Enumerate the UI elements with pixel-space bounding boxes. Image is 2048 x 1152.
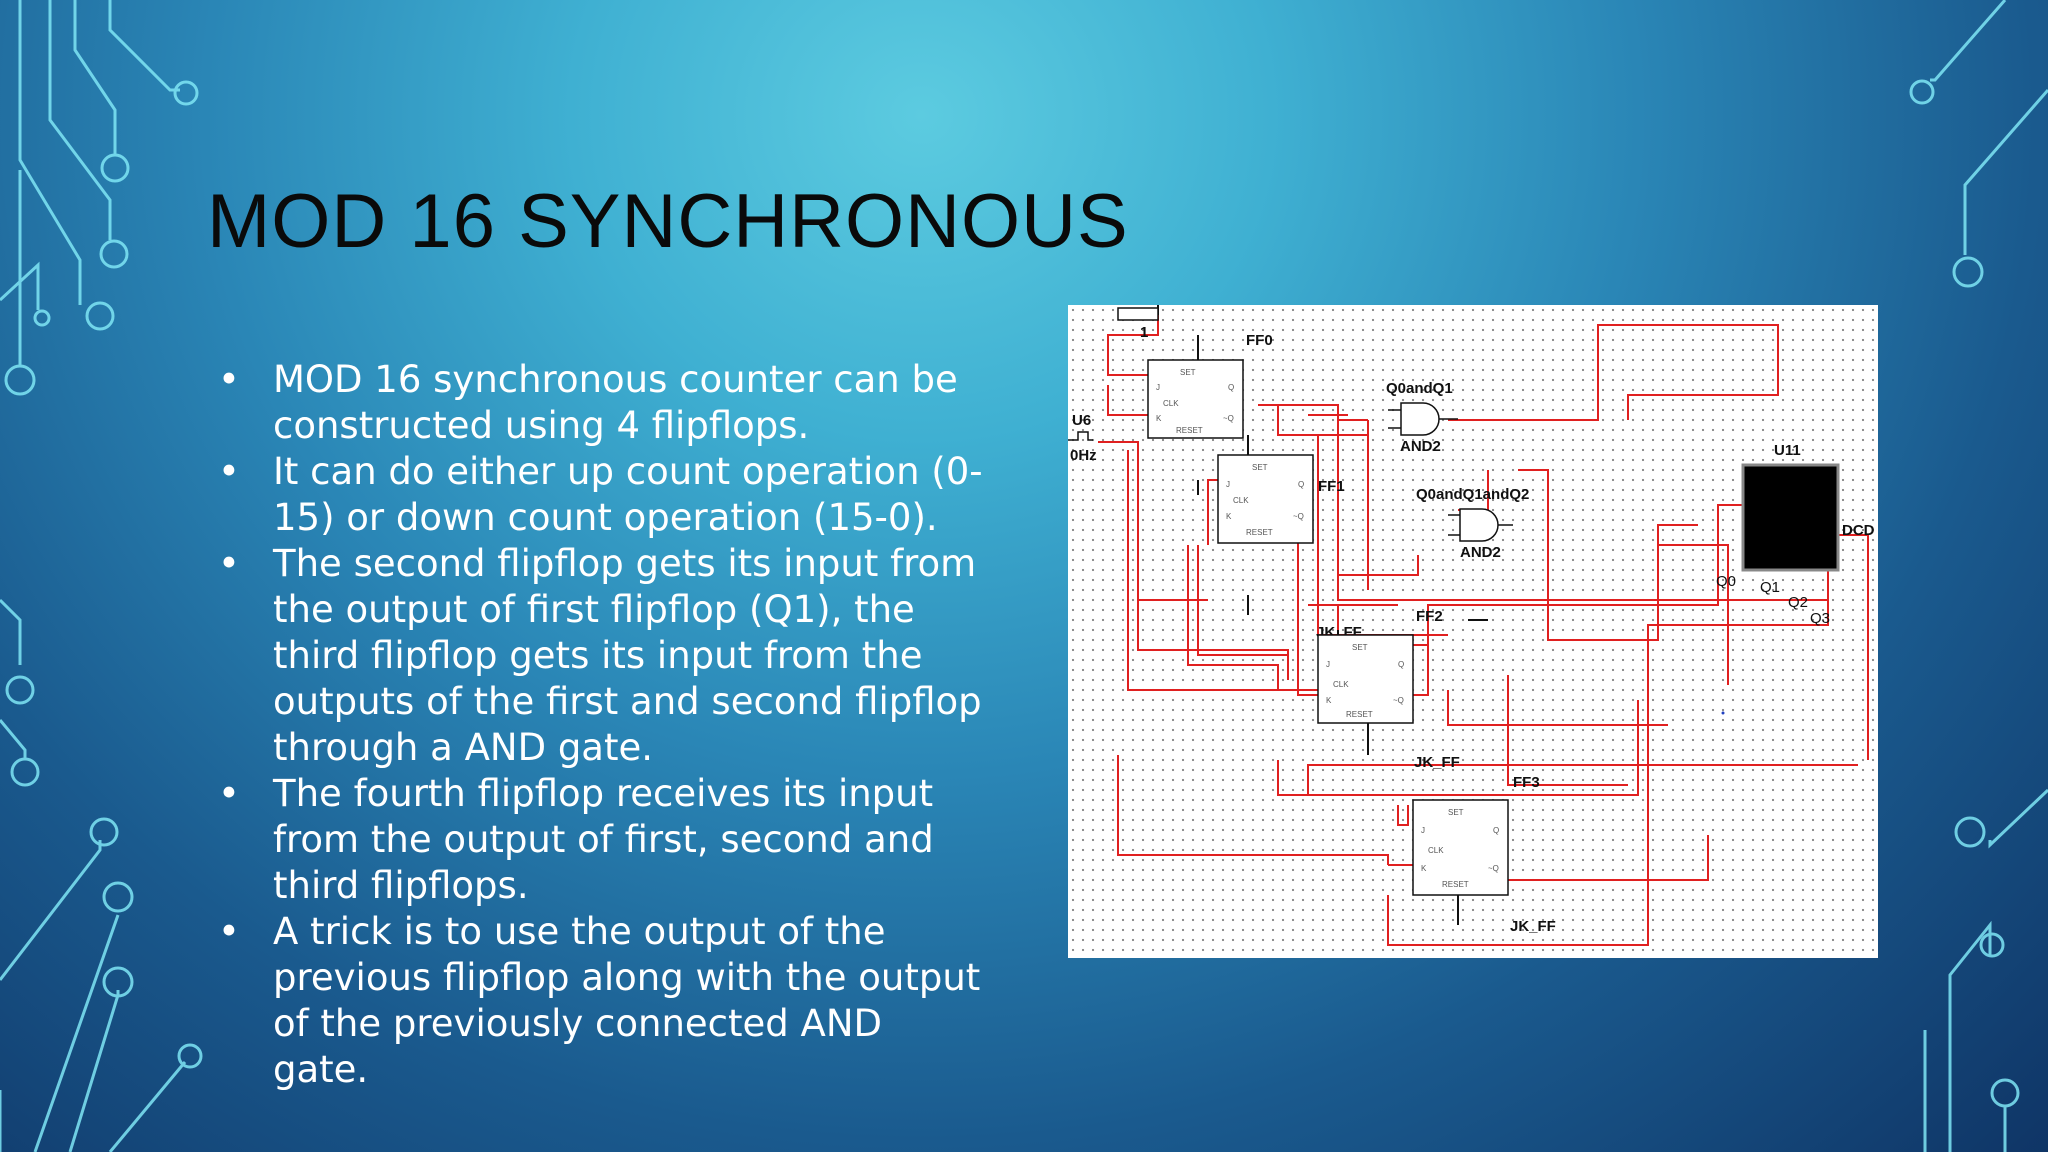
display-input-q1: Q1	[1760, 579, 1780, 596]
slide-title: MOD 16 SYNCHRONOUS	[207, 179, 1129, 264]
flipflop-ff0: SET J CLK K Q ~Q RESET	[1147, 359, 1244, 439]
clock-icon	[1068, 431, 1093, 441]
pin-qbar: ~Q	[1488, 864, 1499, 873]
display-input-q2: Q2	[1788, 594, 1808, 611]
bullet-text: It can do either up count operation (0-1…	[273, 450, 983, 539]
bullet-dot-icon: •	[218, 542, 240, 585]
bullet-dot-icon: •	[218, 910, 240, 953]
probe-dot	[1721, 711, 1725, 715]
ff2-name: FF2	[1416, 608, 1443, 625]
ff2-type: JK_FF	[1414, 754, 1460, 771]
bullet-text: A trick is to use the output of the prev…	[273, 910, 981, 1091]
bullet-item: • MOD 16 synchronous counter can be const…	[218, 357, 988, 449]
pin-j: J	[1326, 660, 1330, 669]
pin-reset: RESET	[1442, 880, 1469, 889]
pin-k: K	[1226, 512, 1232, 521]
bullet-item: • It can do either up count operation (0-…	[218, 449, 988, 541]
and-gate-1-type: AND2	[1400, 438, 1441, 455]
ff3-name: FF3	[1513, 774, 1540, 791]
bullet-text: MOD 16 synchronous counter can be constr…	[273, 358, 958, 447]
bullet-text: The fourth flipflop receives its input f…	[273, 772, 934, 907]
pin-k: K	[1156, 414, 1162, 423]
source-label: 1	[1140, 324, 1148, 341]
pin-set: SET	[1352, 643, 1368, 652]
circuit-diagram: 1 U6 0Hz SET J CLK K Q ~Q RESET FF0 JK_F…	[1068, 305, 1875, 946]
pin-clk: CLK	[1163, 399, 1179, 408]
bullet-text: The second flipflop gets its input from …	[273, 542, 982, 769]
pin-q: Q	[1298, 480, 1304, 489]
pin-q: Q	[1398, 660, 1404, 669]
display-label: DCD	[1842, 522, 1875, 539]
pin-set: SET	[1252, 463, 1268, 472]
pin-reset: RESET	[1346, 710, 1373, 719]
bullet-dot-icon: •	[218, 358, 240, 401]
pin-reset: RESET	[1176, 426, 1203, 435]
pin-reset: RESET	[1246, 528, 1273, 537]
and-gate-1	[1388, 402, 1458, 436]
bullet-item: • The second flipflop gets its input from…	[218, 541, 988, 771]
and-gate-2-type: AND2	[1460, 544, 1501, 561]
circuit-schematic: 1 U6 0Hz SET J CLK K Q ~Q RESET FF0 JK_F…	[1068, 305, 1878, 958]
pin-clk: CLK	[1333, 680, 1349, 689]
display-name: U11	[1774, 442, 1801, 459]
flipflop-ff1: SET J CLK K Q ~Q RESET	[1217, 454, 1314, 544]
display-input-q0: Q0	[1716, 573, 1736, 590]
pin-clk: CLK	[1233, 496, 1249, 505]
display-input-q3: Q3	[1810, 610, 1830, 627]
pin-clk: CLK	[1428, 846, 1444, 855]
pin-q: Q	[1228, 383, 1234, 392]
bullet-item: • The fourth flipflop receives its input …	[218, 771, 988, 909]
ff3-type: JK_FF	[1510, 918, 1556, 935]
pin-q: Q	[1493, 826, 1499, 835]
and-gate-2-net: Q0andQ1andQ2	[1416, 486, 1529, 503]
bullet-list: • MOD 16 synchronous counter can be const…	[218, 357, 988, 1093]
flipflop-ff2: SET J CLK K Q ~Q RESET	[1317, 634, 1414, 724]
and-gate-2	[1448, 508, 1513, 542]
bullet-dot-icon: •	[218, 772, 240, 815]
and-gate-1-net: Q0andQ1	[1386, 380, 1453, 397]
pin-j: J	[1421, 826, 1425, 835]
bullet-dot-icon: •	[218, 450, 240, 493]
pin-k: K	[1326, 696, 1332, 705]
pin-k: K	[1421, 864, 1427, 873]
ff0-name: FF0	[1246, 332, 1273, 349]
clock-label: U6	[1072, 412, 1091, 429]
ff1-name: FF1	[1318, 478, 1345, 495]
pin-j: J	[1226, 480, 1230, 489]
pin-qbar: ~Q	[1293, 512, 1304, 521]
decoder-display	[1741, 463, 1840, 572]
pin-qbar: ~Q	[1393, 696, 1404, 705]
bullet-item: • A trick is to use the output of the pre…	[218, 909, 988, 1093]
flipflop-ff3: SET J CLK K Q ~Q RESET	[1412, 799, 1509, 896]
clock-frequency: 0Hz	[1070, 447, 1097, 464]
pin-set: SET	[1448, 808, 1464, 817]
pin-set: SET	[1180, 368, 1196, 377]
dc-source	[1117, 307, 1159, 321]
pin-qbar: ~Q	[1223, 414, 1234, 423]
pin-j: J	[1156, 383, 1160, 392]
